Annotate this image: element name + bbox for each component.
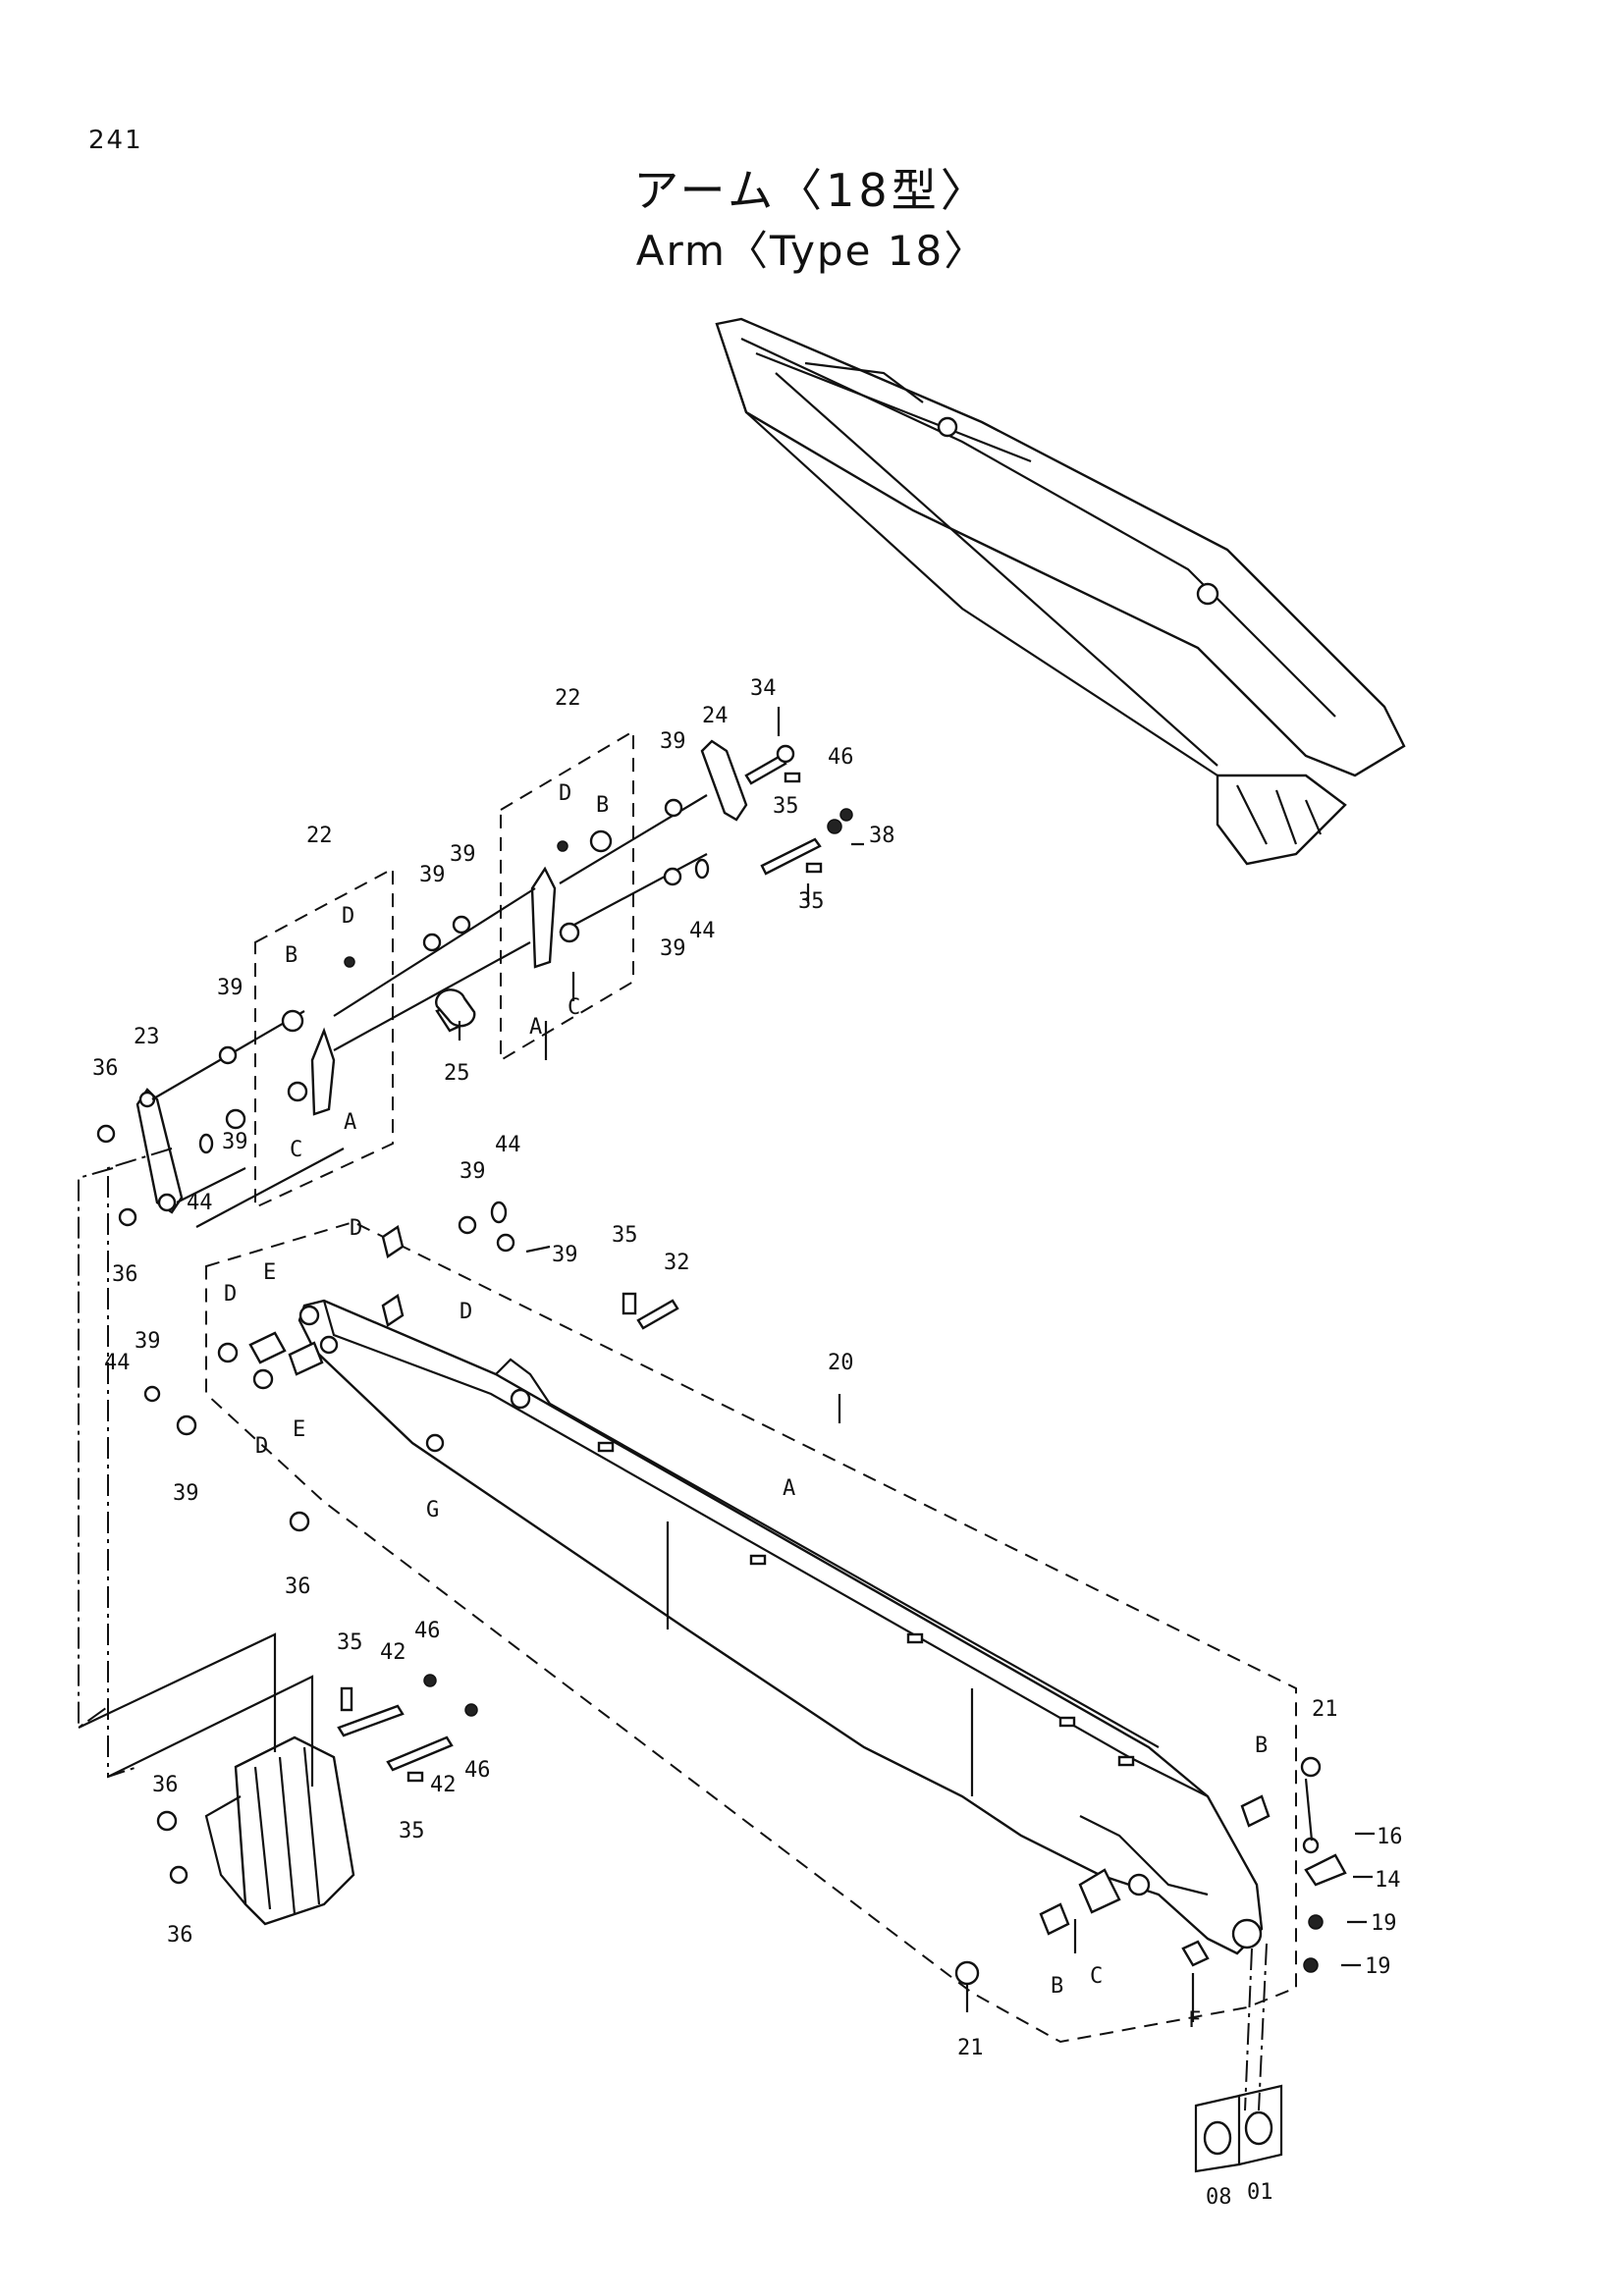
letter-A-link-left: A <box>344 1110 356 1135</box>
callout-16: 16 <box>1377 1825 1403 1849</box>
callout-39-e: 39 <box>660 729 686 754</box>
callout-35-b: 35 <box>798 889 825 914</box>
letter-C-arm: C <box>1090 1964 1103 1989</box>
letter-C-left-link: C <box>290 1138 302 1162</box>
callout-46-a: 46 <box>828 745 854 770</box>
callout-39-c: 39 <box>419 863 446 887</box>
callout-38: 38 <box>869 824 895 848</box>
letter-C-right-link: C <box>568 995 580 1020</box>
callout-08: 08 <box>1206 2185 1232 2210</box>
callout-numbers: 01 08 14 16 19 19 20 21 21 22 22 23 24 2… <box>92 676 1403 2210</box>
letter-E-1: E <box>263 1260 276 1285</box>
leader-dashdot-3 <box>1244 1943 1268 2111</box>
assembly-22-right-outline <box>500 729 634 1062</box>
callout-46-c: 46 <box>464 1758 491 1783</box>
callout-34: 34 <box>750 676 777 701</box>
callout-39-g: 39 <box>460 1159 486 1184</box>
callout-23: 23 <box>134 1025 160 1049</box>
box-01 <box>1238 2084 1283 2166</box>
callout-01: 01 <box>1247 2180 1273 2205</box>
callout-39-a: 39 <box>217 976 243 1000</box>
link-assembly <box>135 739 748 1228</box>
callout-36-a: 36 <box>92 1056 119 1081</box>
leader-box-lines <box>78 1632 314 1787</box>
assembly-20-outline <box>205 1220 1297 2044</box>
callout-25: 25 <box>444 1061 470 1086</box>
callout-39-j: 39 <box>173 1481 199 1506</box>
callout-22-right: 22 <box>555 686 581 711</box>
letter-B-right-link: B <box>596 793 609 818</box>
callout-35-e: 35 <box>399 1819 425 1843</box>
callout-21-bottom: 21 <box>957 2036 984 2060</box>
title-english: Arm〈Type 18〉 <box>635 227 988 275</box>
callout-35-d: 35 <box>337 1630 363 1655</box>
callout-19-lower: 19 <box>1365 1954 1391 1979</box>
letter-A-arm: A <box>783 1476 795 1501</box>
callout-19-upper: 19 <box>1371 1911 1397 1936</box>
callout-39-h: 39 <box>552 1243 578 1267</box>
callout-39-f: 39 <box>660 936 686 961</box>
letter-B-left-link: B <box>285 943 298 968</box>
callout-46-b: 46 <box>414 1619 441 1643</box>
callout-44-d: 44 <box>104 1351 131 1375</box>
letter-A-link-right: A <box>529 1015 542 1040</box>
letter-D-left-link: D <box>342 904 354 929</box>
letter-D-top-3: D <box>224 1282 237 1307</box>
callout-14: 14 <box>1375 1868 1401 1893</box>
letter-labels: A A A B B B B C C C D D D D D D E E F G <box>224 781 1268 2033</box>
letter-D-top-4: D <box>255 1434 268 1459</box>
bucket-pins <box>156 1674 478 1885</box>
title-japanese: アーム〈18型〉 <box>633 164 990 217</box>
letter-D-right-link: D <box>559 781 571 806</box>
letter-B-arm-bottom: B <box>1051 1974 1063 1999</box>
callout-36-c: 36 <box>285 1575 311 1599</box>
callout-36-d: 36 <box>152 1773 179 1797</box>
letter-D-top-1: D <box>350 1216 362 1241</box>
callout-22-left: 22 <box>306 824 333 848</box>
callout-44-b: 44 <box>689 919 716 943</box>
bucket <box>204 1735 355 1926</box>
callout-39-i: 39 <box>135 1329 161 1354</box>
leader-dashdot-1 <box>78 1167 114 1730</box>
leader-lines <box>458 707 1375 2022</box>
callout-35-c: 35 <box>612 1223 638 1248</box>
callout-39-d: 39 <box>450 842 476 867</box>
leader-dashdot-2 <box>107 1148 173 1779</box>
arm-body <box>298 1299 1264 1955</box>
callout-20: 20 <box>828 1351 854 1375</box>
callout-42-b: 42 <box>430 1773 457 1797</box>
letter-B-arm-right: B <box>1255 1734 1268 1758</box>
callout-24: 24 <box>702 704 729 728</box>
letter-E-2: E <box>293 1417 305 1442</box>
page-number: 241 <box>88 126 143 155</box>
callout-21-right: 21 <box>1312 1697 1338 1722</box>
letter-D-top-2: D <box>460 1300 472 1324</box>
assembly-22-left-outline <box>254 867 394 1209</box>
callout-35-a: 35 <box>773 794 799 819</box>
callout-44-a: 44 <box>187 1191 213 1215</box>
callout-42-a: 42 <box>380 1640 406 1665</box>
callout-39-b: 39 <box>222 1130 248 1154</box>
assembled-arm-overview <box>715 317 1406 866</box>
callout-36-e: 36 <box>167 1923 193 1948</box>
letter-G: G <box>426 1498 439 1522</box>
letter-F: F <box>1188 2008 1201 2033</box>
small-parts <box>96 744 1347 2156</box>
callout-36-b: 36 <box>112 1262 138 1287</box>
callout-44-c: 44 <box>495 1133 521 1157</box>
callout-32: 32 <box>664 1251 690 1275</box>
